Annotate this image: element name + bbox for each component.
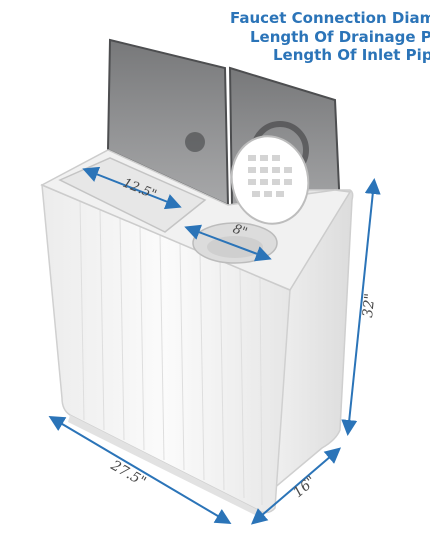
- spec-faucet-connection: Faucet Connection Diamet: [230, 9, 430, 27]
- label-depth: 16": [290, 473, 319, 501]
- arrow-spin-tub: [184, 224, 272, 262]
- spec-inlet-pipe-length: Length Of Inlet Pipe:: [273, 46, 430, 64]
- arrow-height: [341, 178, 381, 436]
- arrow-wash-tub-width: [82, 166, 182, 210]
- dimension-arrows: [48, 166, 381, 525]
- arrow-width: [48, 415, 232, 525]
- label-spin-tub-diameter: 8": [231, 222, 250, 241]
- spin-basket-cover: [230, 135, 310, 225]
- spec-drainage-pipe-length: Length Of Drainage Pipe: [250, 28, 430, 46]
- arrow-depth: [250, 447, 342, 525]
- label-height: 32": [360, 293, 378, 319]
